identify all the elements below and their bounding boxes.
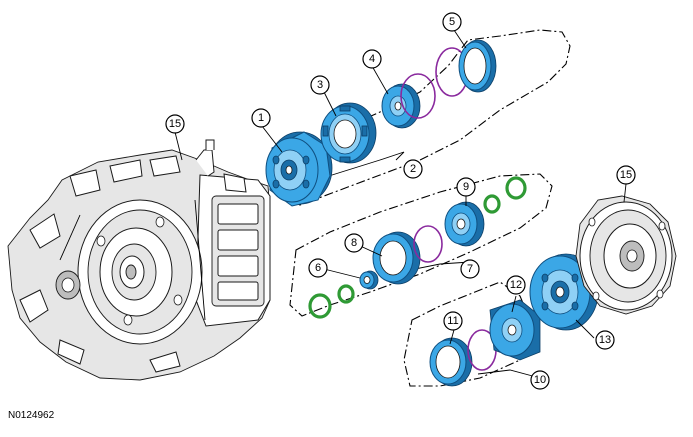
- callout-5: 5: [442, 12, 462, 32]
- callout-13: 13: [595, 330, 615, 350]
- callout-2: 2: [403, 159, 423, 179]
- part-6-bushing: [359, 270, 379, 290]
- part-1-gear-drum: [265, 131, 333, 207]
- part-12-hub: [489, 299, 541, 361]
- callout-1-label: 1: [258, 112, 264, 124]
- callout-12-label: 12: [510, 279, 522, 291]
- part-4-hub: [381, 73, 436, 129]
- part-9-clutch-pack: [444, 201, 485, 247]
- callout-1: 1: [251, 108, 271, 128]
- callout-4-label: 4: [369, 53, 375, 65]
- callout-7-label: 7: [467, 263, 473, 275]
- group-outline-bottom: [403, 281, 541, 387]
- callout-12: 12: [506, 275, 526, 295]
- callout-3: 3: [310, 75, 330, 95]
- part-11-ring: [429, 337, 473, 387]
- callout-6: 6: [308, 258, 328, 278]
- transmission-case: [7, 139, 271, 381]
- callout-15: 15: [616, 165, 636, 185]
- callout-13-label: 13: [599, 334, 611, 346]
- callout-8: 8: [344, 233, 364, 253]
- callout-15-label: 15: [620, 169, 632, 181]
- callout-10-label: 10: [534, 374, 546, 386]
- part-seals-left: [308, 284, 355, 319]
- part-snap-ring-middle: [413, 225, 443, 263]
- callout-6-label: 6: [315, 262, 321, 274]
- callout-7: 7: [460, 259, 480, 279]
- callout-11: 11: [443, 311, 463, 331]
- part-5-ring: [435, 39, 497, 97]
- part-15-torque-converter: [575, 195, 677, 315]
- callout-14-label: 15: [169, 118, 181, 130]
- callout-11-label: 11: [447, 315, 458, 327]
- part-seals-right: [483, 176, 527, 214]
- callout-9: 9: [456, 177, 476, 197]
- callout-8-label: 8: [351, 237, 357, 249]
- callout-10: 10: [530, 370, 550, 390]
- group-outline-middle: [289, 173, 553, 317]
- part-3-slotted-drum: [320, 102, 377, 164]
- figure-id: N0124962: [8, 410, 55, 421]
- callout-5-label: 5: [449, 16, 455, 28]
- callout-2-label: 2: [410, 163, 416, 175]
- part-8-drum: [372, 231, 421, 285]
- leader-lines: [174, 29, 627, 345]
- callout-3-label: 3: [317, 79, 323, 91]
- callout-9-label: 9: [463, 181, 469, 193]
- callout-4: 4: [362, 49, 382, 69]
- bracket-10: [477, 369, 541, 379]
- callout-14: 15: [165, 114, 185, 134]
